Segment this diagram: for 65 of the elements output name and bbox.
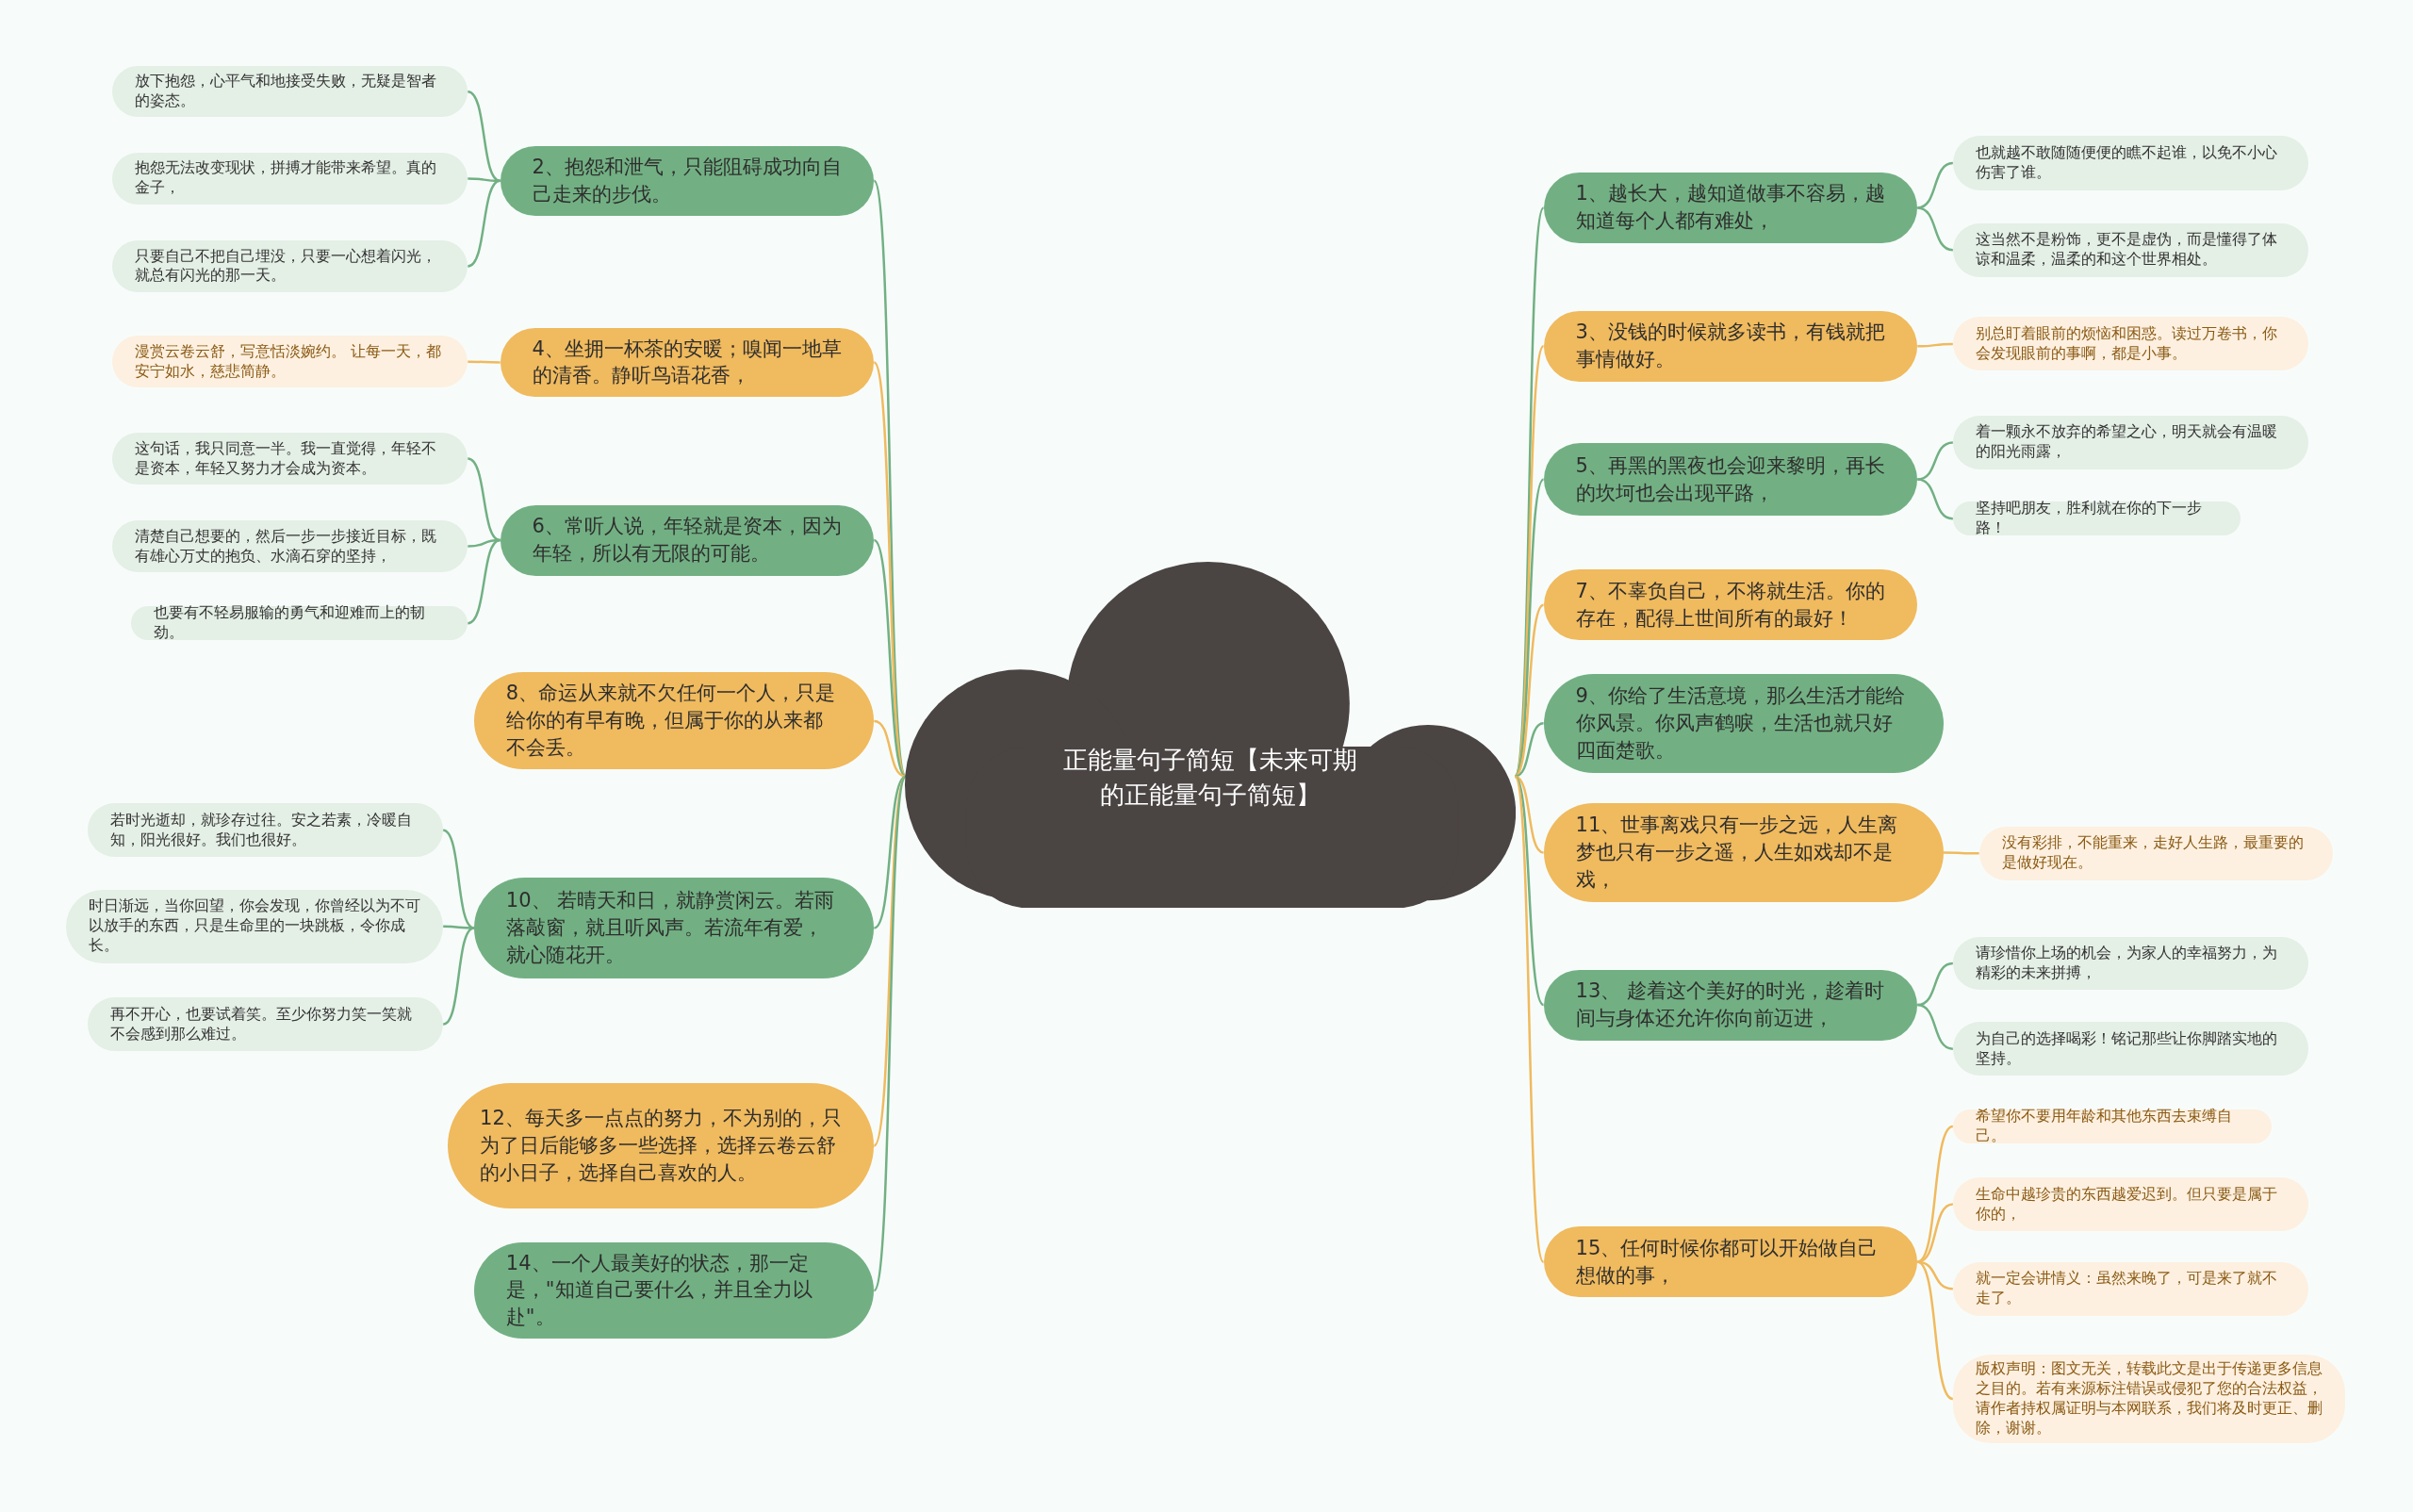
subtopic-box: 抱怨无法改变现状，拼搏才能带来希望。真的金子， (112, 152, 468, 205)
subtopic-box: 时日渐远，当你回望，你会发现，你曾经以为不可以放手的东西，只是生命里的一块跳板，令你成长。 (66, 889, 444, 964)
central-topic: 正能量句子简短【未来可期的正能量句子简短】 (1062, 745, 1359, 811)
topic-box: 10、 若晴天和日，就静赏闲云。若雨落敲窗，就且听风声。若流年有爱，就心随花开。 (473, 877, 875, 979)
topic-box: 15、任何时候你都可以开始做自己想做的事， (1543, 1226, 1918, 1298)
connector-line (442, 927, 475, 1026)
subtopic-box: 这当然不是粉饰，更不是虚伪，而是懂得了体谅和温柔，温柔的和这个世界相处。 (1952, 222, 2308, 277)
subtopic-box: 也就越不敢随随便便的瞧不起谁，以免不小心伤害了谁。 (1952, 135, 2308, 191)
connector-line (1917, 441, 1954, 481)
connector-line (1917, 961, 1954, 1007)
connector-line (1514, 775, 1544, 854)
subtopic-box: 若时光逝却，就珍存过往。安之若素，冷暖自知，阳光很好。我们也很好。 (88, 803, 444, 858)
subtopic-box: 没有彩排，不能重来，走好人生路，最重要的是做好现在。 (1978, 826, 2334, 880)
subtopic-box: 也要有不轻易服输的勇气和迎难而上的韧劲。 (130, 606, 468, 641)
topic-box: 13、 趁着这个美好的时光，趁着时间与身体还允许你向前迈进， (1543, 969, 1918, 1041)
subtopic-box: 版权声明：图文无关，转载此文是出于传递更多信息之目的。若有来源标注错误或侵犯了您的合法权益，请作者持权属证明与本网联系，我们将及时更正、删除，谢谢。 (1952, 1354, 2346, 1444)
subtopic-box: 着一颗永不放弃的希望之心，明天就会有温暖的阳光雨露， (1952, 415, 2308, 469)
connector-line (442, 829, 475, 929)
topic-box: 14、一个人最美好的状态，那一定是，"知道自己要什么，并且全力以赴"。 (473, 1241, 875, 1339)
topic-box: 8、命运从来就不欠任何一个人，只是给你的有早有晚，但属于你的从来都不会丢。 (473, 672, 875, 770)
connector-line (1514, 776, 1545, 1263)
connector-line (467, 90, 501, 182)
topic-box: 4、坐拥一杯茶的安暖；嗅闻一地草的清香。静听鸟语花香， (500, 327, 875, 398)
topic-box: 7、不辜负自己，不将就生活。你的存在，配得上世间所有的最好！ (1543, 569, 1918, 641)
subtopic-box: 这句话，我只同意一半。我一直觉得，年轻不是资本，年轻又努力才会成为资本。 (112, 432, 468, 485)
topic-box: 12、每天多一点点的努力，不为别的，只为了日后能够多一些选择，选择云卷云舒的小日子，选择自己喜欢的人。 (448, 1083, 875, 1208)
topic-box: 3、没钱的时候就多读书，有钱就把事情做好。 (1543, 310, 1918, 382)
subtopic-box: 别总盯着眼前的烦恼和困惑。读过万卷书，你会发现眼前的事啊，都是小事。 (1952, 317, 2308, 371)
connector-line (1514, 722, 1544, 778)
topic-box: 5、再黑的黑夜也会迎来黎明，再长的坎坷也会出现平路， (1543, 443, 1918, 516)
connector-line (467, 179, 501, 268)
subtopic-box: 就一定会讲情义：虽然来晚了，可是来了就不走了。 (1952, 1261, 2308, 1316)
subtopic-box: 放下抱怨，心平气和地接受失败，无疑是智者的姿态。 (112, 66, 468, 118)
topic-box: 2、抱怨和泄气，只能阻碍成功向自己走来的步伐。 (500, 146, 875, 216)
connector-line (1917, 478, 1954, 520)
subtopic-box: 请珍惜你上场的机会，为家人的幸福努力，为精彩的未来拼搏， (1952, 937, 2308, 990)
connector-line (1917, 1203, 1954, 1263)
subtopic-box: 再不开心，也要试着笑。至少你努力笑一笑就不会感到那么难过。 (88, 996, 444, 1052)
connector-line (1514, 478, 1545, 778)
connector-line (1917, 342, 1953, 348)
connector-line (443, 925, 474, 929)
topic-box: 6、常听人说，年轻就是资本，因为年轻，所以有无限的可能。 (500, 504, 875, 576)
topic-box: 1、越长大，越知道做事不容易，越知道每个人都有难处， (1543, 172, 1918, 243)
connector-line (467, 538, 501, 625)
connector-line (467, 457, 501, 542)
topic-box: 11、世事离戏只有一步之远，人生离梦也只有一步之遥，人生如戏却不是戏， (1543, 803, 1945, 902)
subtopic-box: 希望你不要用年龄和其他东西去束缚自己。 (1952, 1109, 2272, 1144)
connector-line (873, 775, 907, 929)
subtopic-box: 坚持吧朋友，胜利就在你的下一步路！ (1952, 501, 2241, 536)
subtopic-box: 为自己的选择喝彩！铭记那些让你脚踏实地的坚持。 (1952, 1022, 2308, 1076)
connector-line (1917, 1260, 1953, 1290)
connector-line (1917, 161, 1954, 209)
subtopic-box: 生命中越珍贵的东西越爱迟到。但只要是属于你的， (1952, 1176, 2308, 1232)
connector-line (1916, 1260, 1954, 1401)
subtopic-box: 清楚自己想要的，然后一步一步接近目标，既有雄心万丈的抱负、水滴石穿的坚持， (112, 519, 468, 573)
connector-line (1944, 851, 1979, 855)
subtopic-box: 漫赏云卷云舒，写意恬淡婉约。 让每一天，都安宁如水，慈悲简静。 (112, 335, 468, 388)
connector-line (874, 719, 907, 778)
connector-line (1917, 1003, 1954, 1050)
connector-line (468, 360, 501, 364)
connector-line (1917, 206, 1954, 252)
connector-line (1514, 603, 1545, 778)
connector-line (873, 539, 907, 778)
subtopic-box: 只要自己不把自己埋没，只要一心想着闪光，就总有闪光的那一天。 (112, 239, 468, 293)
topic-box: 9、你给了生活意境，那么生活才能给你风景。你风声鹤唳，生活也就只好四面楚歌。 (1543, 674, 1945, 773)
